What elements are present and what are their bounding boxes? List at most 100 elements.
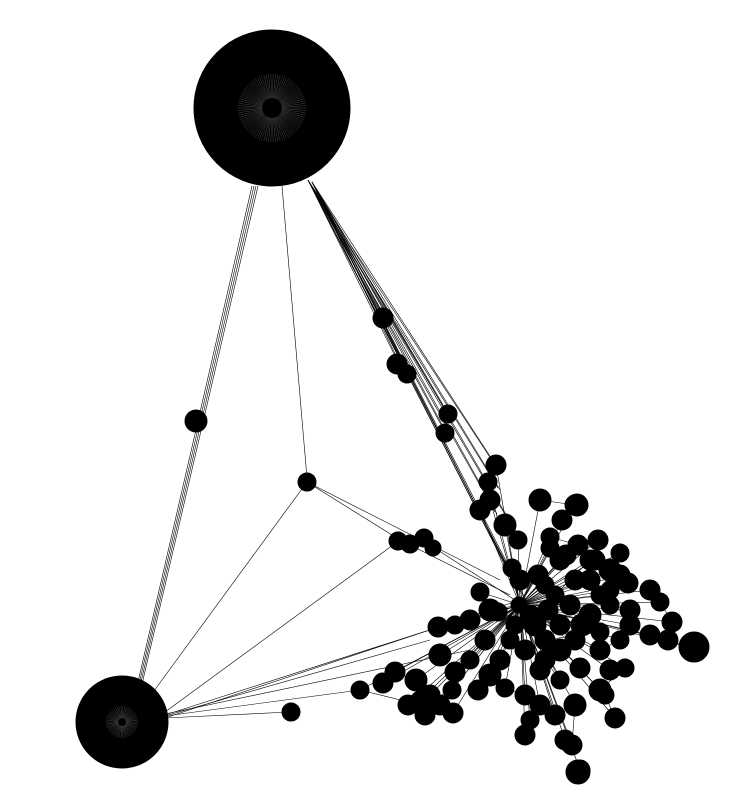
hub-node-top-ring bbox=[274, 117, 281, 142]
graph-node bbox=[505, 615, 525, 635]
graph-node bbox=[610, 630, 630, 650]
graph-node bbox=[350, 680, 370, 700]
hub-node-top-ring bbox=[281, 93, 304, 105]
graph-node bbox=[397, 694, 419, 716]
hub-node-top-ring bbox=[273, 74, 279, 99]
hub-node-top-ring bbox=[268, 74, 272, 99]
hub-node-top-ring bbox=[238, 100, 263, 107]
graph-node bbox=[600, 580, 620, 600]
graph-node bbox=[529, 659, 551, 681]
hub-node-top-ring bbox=[281, 111, 304, 123]
hub-node-bottom-ring bbox=[123, 708, 131, 719]
edge bbox=[307, 179, 446, 433]
hub-node-top-ring bbox=[238, 109, 263, 113]
edge bbox=[311, 181, 498, 468]
hub-node-top-ring bbox=[279, 114, 299, 131]
graph-node bbox=[545, 585, 565, 605]
hub-node-bottom-ring bbox=[123, 725, 129, 737]
graph-node bbox=[559, 594, 581, 616]
hub-node-top-ring bbox=[240, 93, 263, 105]
graph-node bbox=[595, 685, 615, 705]
hub-node-bottom-ring bbox=[107, 714, 119, 721]
hub-node-top-ring bbox=[263, 74, 270, 99]
hub-node-bottom-ring bbox=[125, 719, 138, 722]
hub-node-top-ring bbox=[276, 78, 290, 100]
hub-node-top-ring bbox=[244, 87, 265, 103]
edge-cluster bbox=[519, 574, 621, 606]
hub-node-bottom-ring bbox=[124, 710, 134, 720]
edge bbox=[306, 481, 501, 581]
graph-node bbox=[514, 724, 536, 746]
hub-node-top-ring bbox=[280, 112, 303, 125]
graph-node bbox=[485, 454, 507, 476]
graph-node bbox=[563, 693, 587, 717]
edge bbox=[311, 181, 498, 515]
hub-node-bottom-ring bbox=[125, 714, 137, 721]
hub-node-top-ring bbox=[280, 113, 301, 127]
hub-node-top-ring bbox=[254, 78, 268, 100]
graph-node bbox=[549, 614, 571, 636]
hub-node-top-ring bbox=[281, 109, 306, 113]
graph-node bbox=[615, 658, 635, 678]
graph-node bbox=[442, 702, 464, 724]
hub-node-top-ring bbox=[241, 112, 264, 125]
hub-node-bottom-ring bbox=[122, 706, 126, 719]
graph-node bbox=[569, 657, 591, 679]
graph-node bbox=[435, 423, 455, 443]
graph-node bbox=[469, 499, 491, 521]
hub-node-top-ring bbox=[244, 113, 265, 129]
edge-hub-to-hub bbox=[139, 185, 255, 683]
hub-node-top-ring bbox=[238, 109, 263, 116]
hub-node-bottom-ring bbox=[122, 725, 124, 738]
graph-node bbox=[554, 729, 576, 751]
hub-node-top-ring bbox=[239, 111, 263, 120]
hub-node-bottom-ring bbox=[123, 706, 128, 719]
hub-node-bottom-ring bbox=[125, 715, 137, 721]
hub-node-bottom-ring bbox=[107, 723, 119, 729]
graph-node bbox=[281, 702, 301, 722]
hub-node-top-ring bbox=[281, 110, 305, 118]
hub-node-top-ring bbox=[276, 116, 290, 138]
hub-node-bottom-ring bbox=[110, 724, 120, 734]
hub-node-top-ring bbox=[261, 117, 270, 141]
hub-node-top-ring bbox=[280, 91, 303, 104]
cluster-center-node bbox=[510, 596, 528, 614]
graph-node bbox=[528, 488, 552, 512]
graph-node bbox=[397, 364, 417, 384]
hub-node-bottom-ring bbox=[125, 723, 137, 730]
edge bbox=[139, 481, 308, 711]
graph-node bbox=[657, 629, 679, 651]
edge-hub-to-hub bbox=[140, 185, 257, 683]
hub-node-top-ring bbox=[252, 79, 267, 100]
hub-node-top-ring bbox=[238, 103, 263, 107]
hub-node-top-ring bbox=[281, 100, 306, 107]
graph-node bbox=[478, 663, 502, 687]
hub-node-top-ring bbox=[250, 81, 267, 101]
graph-node bbox=[587, 529, 609, 551]
hub-node-bottom-ring bbox=[125, 722, 138, 725]
graph-node bbox=[184, 409, 208, 433]
edge bbox=[306, 481, 401, 541]
graph-node bbox=[544, 704, 566, 726]
hub-node-top-ring bbox=[254, 116, 268, 138]
hub-node-top-ring bbox=[239, 110, 263, 118]
hub-node-bottom-ring bbox=[123, 725, 131, 736]
hub-node-bottom-ring bbox=[123, 725, 128, 738]
graph-node bbox=[609, 564, 631, 586]
hub-node-top-ring bbox=[275, 117, 285, 140]
graph-node bbox=[508, 530, 528, 550]
edge bbox=[164, 649, 471, 715]
hub-node-bottom-ring bbox=[125, 723, 137, 729]
hub-node-top-ring bbox=[281, 109, 306, 116]
graph-node bbox=[488, 602, 508, 622]
hub-node-top-ring bbox=[281, 108, 306, 111]
node-layer bbox=[75, 29, 710, 785]
hub-node-top-ring bbox=[238, 108, 263, 111]
hub-node-bottom-ring bbox=[116, 725, 121, 738]
hub-node-bottom-ring bbox=[123, 707, 129, 719]
hub-node-top-ring bbox=[238, 105, 263, 108]
graph-node bbox=[678, 631, 710, 663]
hub-node-top-ring bbox=[274, 117, 283, 141]
edge bbox=[311, 181, 528, 603]
hub-node-bottom-ring bbox=[111, 724, 120, 735]
